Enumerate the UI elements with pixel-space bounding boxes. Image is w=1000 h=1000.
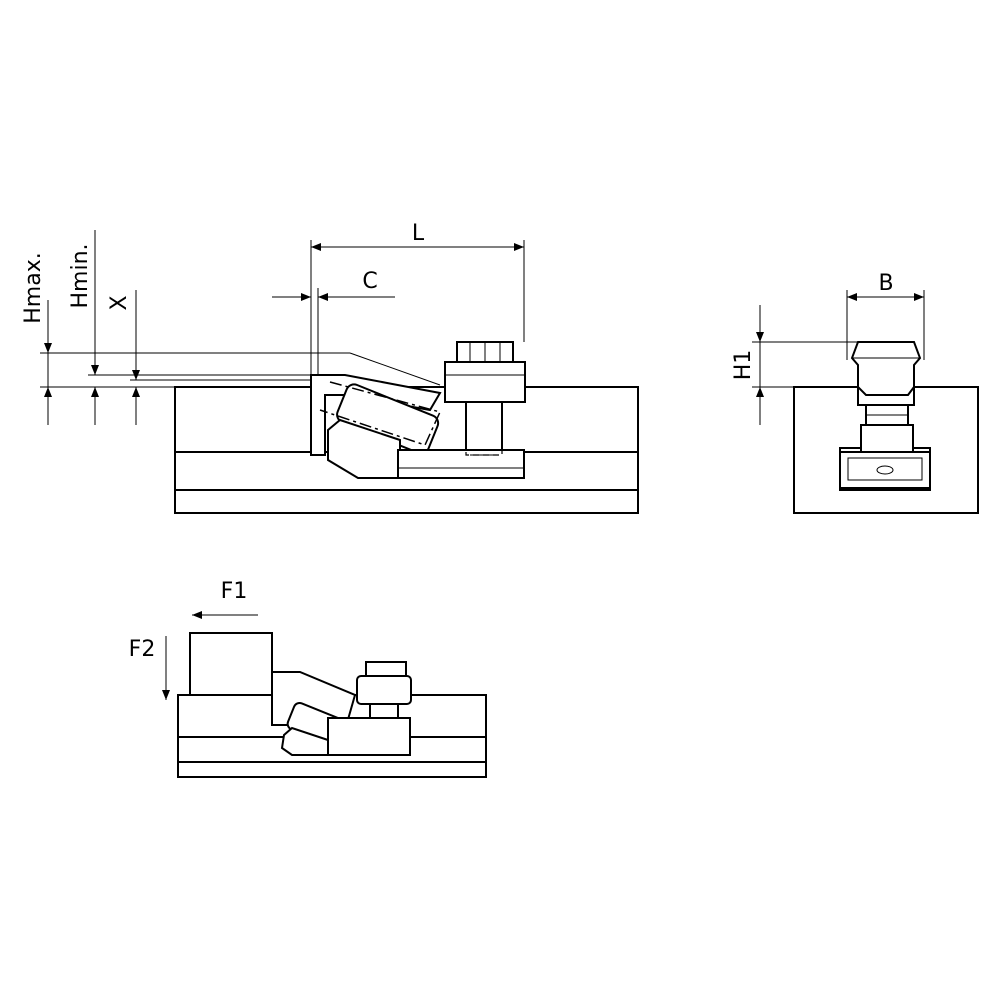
force-base-hatch: [177, 761, 487, 778]
label-l: L: [412, 221, 425, 246]
end-section-view: B H1: [731, 271, 979, 514]
label-f2: F2: [129, 637, 156, 662]
wedge-centerline: [319, 381, 442, 446]
force-slide-plate: [327, 717, 411, 756]
workpiece-block: [189, 632, 273, 696]
section-top-block: [850, 341, 922, 396]
main-side-view: L C Hmax. Hmin. X: [21, 221, 639, 514]
base-hatch-strip: [174, 489, 639, 514]
force-bolt-nut: [356, 675, 412, 705]
slot-nut-hole: [876, 465, 894, 475]
section-stud-lower: [860, 424, 914, 453]
label-f1: F1: [221, 579, 248, 604]
slot-nut: [839, 451, 931, 489]
label-b: B: [878, 271, 893, 296]
label-h1: H1: [731, 350, 756, 381]
label-c: C: [362, 269, 377, 294]
force-view: F1 F2: [129, 579, 487, 778]
bolt-washer: [444, 361, 526, 403]
section-body: [793, 386, 979, 514]
label-hmax: Hmax.: [21, 252, 46, 323]
slide-plate: [397, 449, 525, 479]
force-bolt-head: [365, 661, 407, 677]
bolt-shank: [465, 401, 503, 451]
label-x: X: [107, 295, 132, 310]
label-hmin: Hmin.: [68, 243, 93, 308]
